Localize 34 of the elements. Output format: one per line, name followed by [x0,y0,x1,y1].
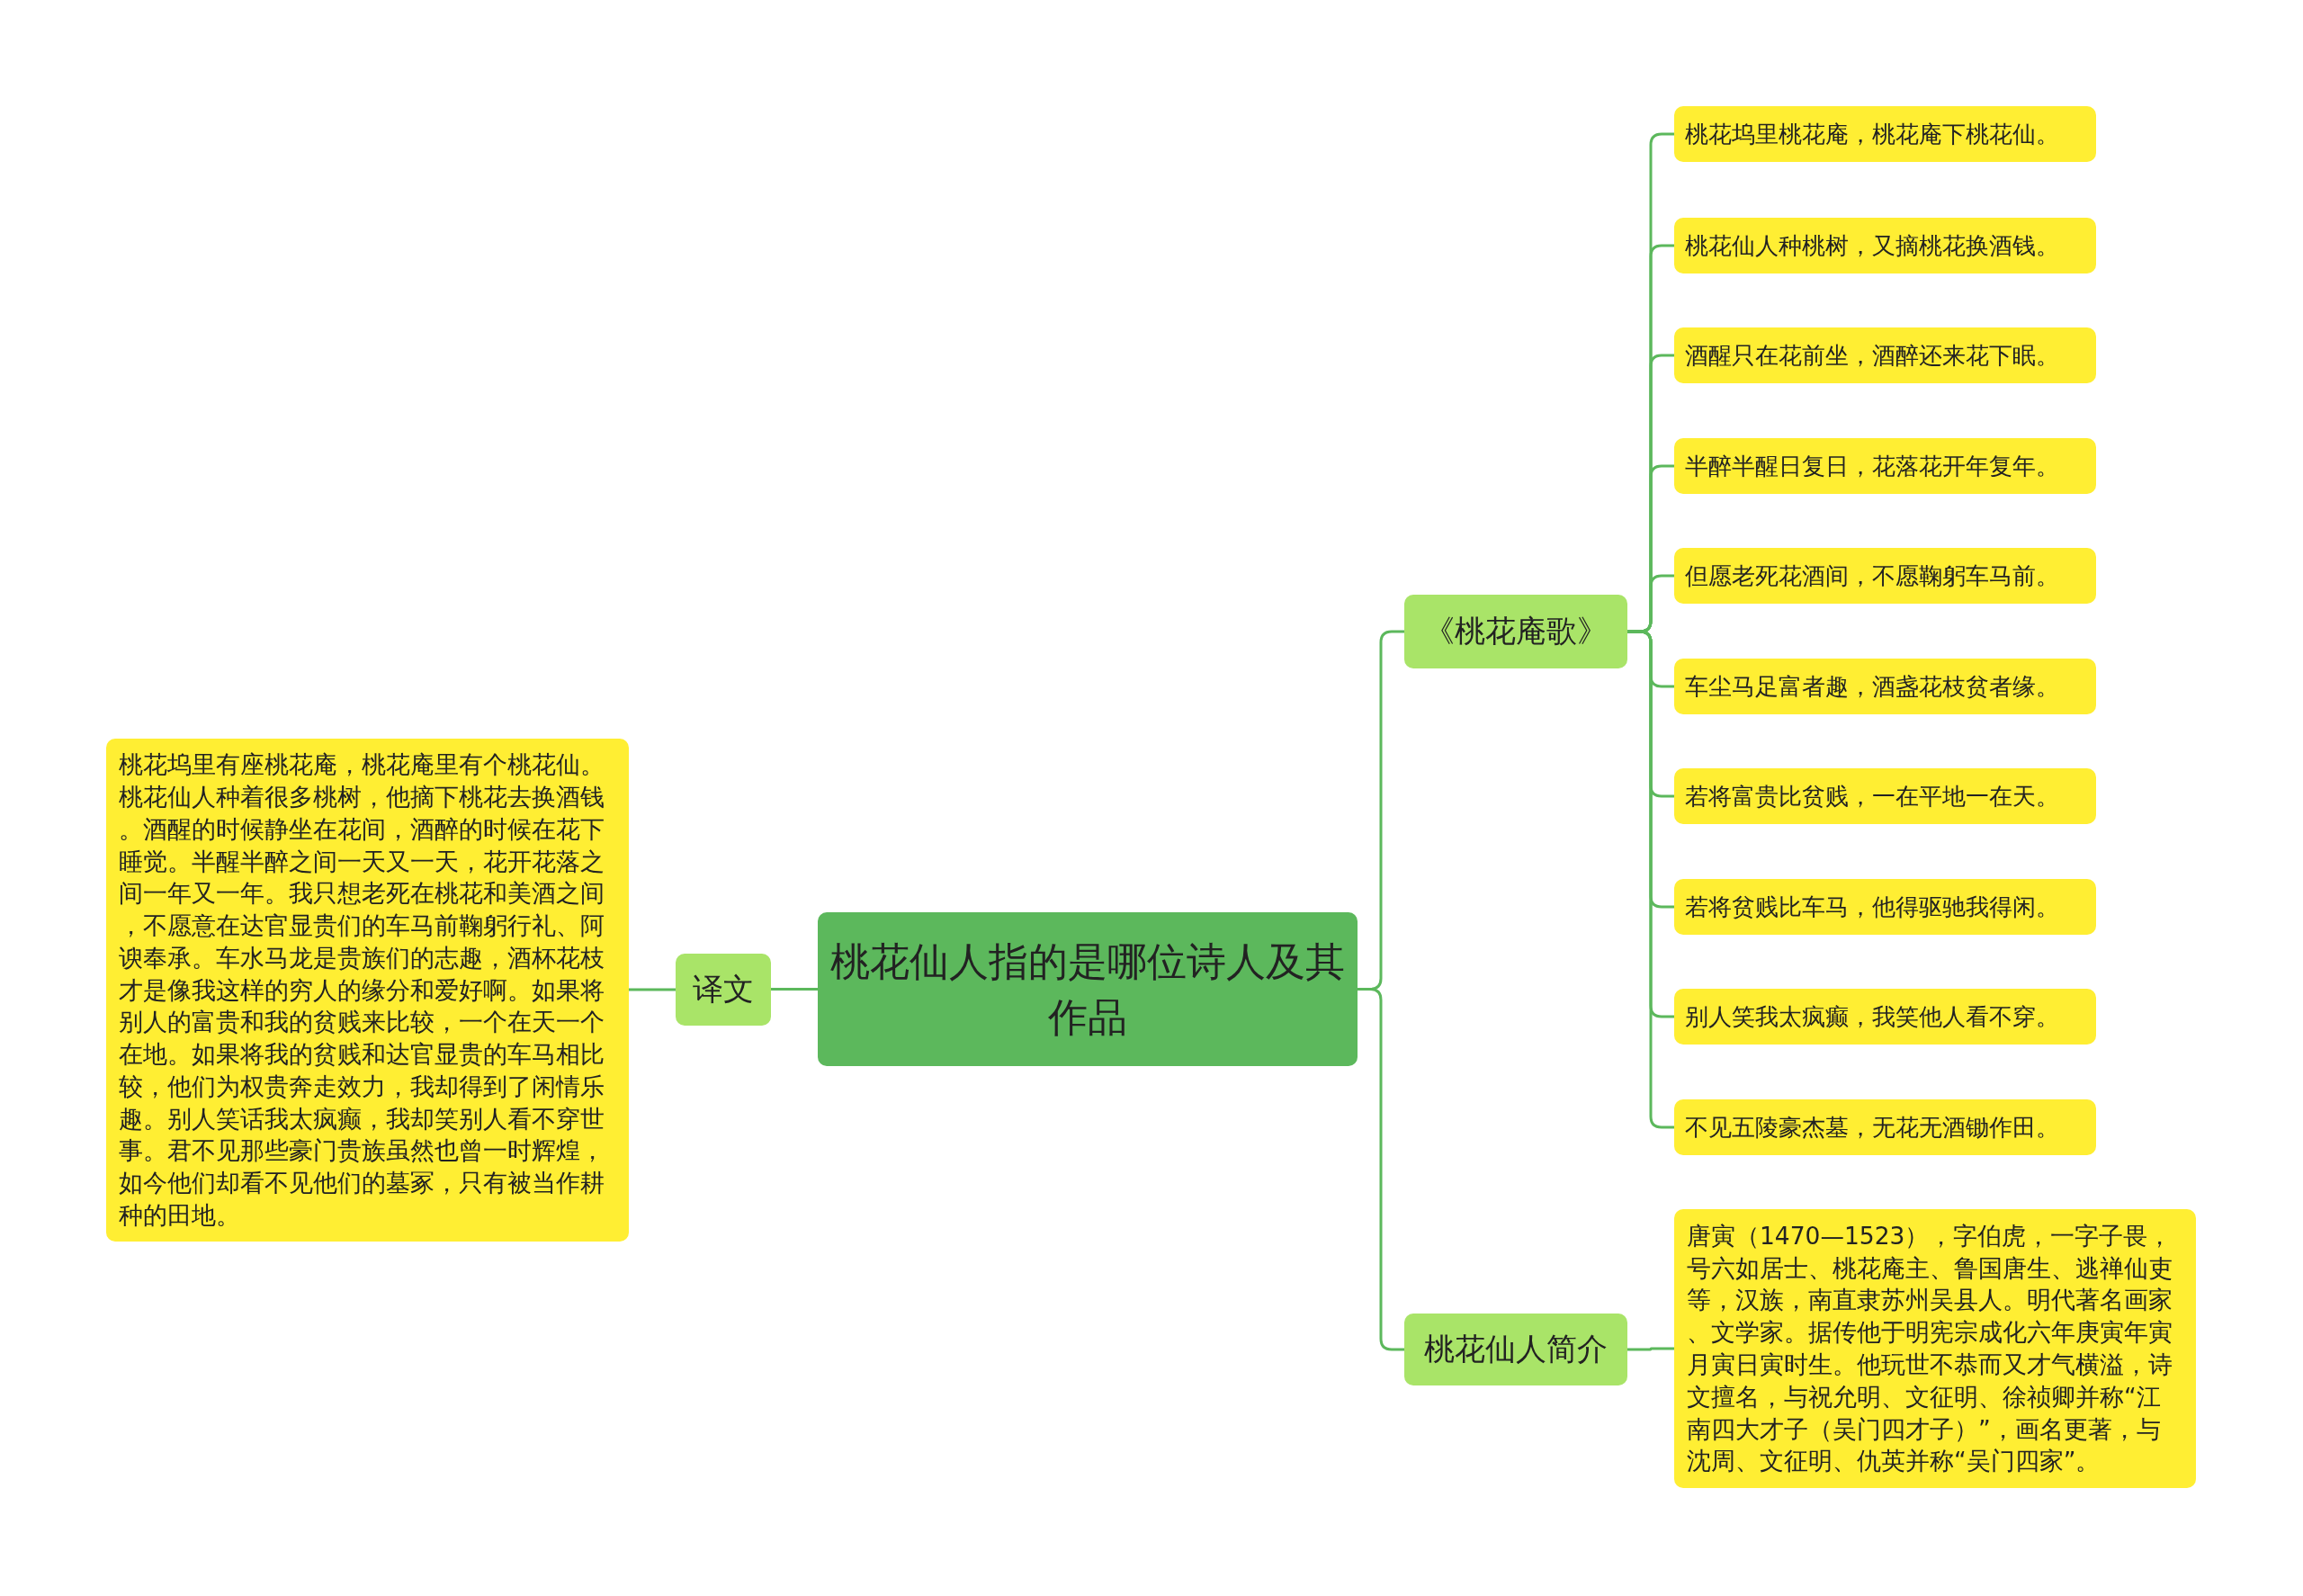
node-label: 《桃花庵歌》 [1424,612,1608,651]
topic-box [818,912,1358,1066]
node-label: 若将贫贱比车马，他得驱驰我得闲。 [1685,892,2059,922]
node-label: 但愿老死花酒间，不愿鞠躬车马前。 [1685,560,2059,591]
node-label: 桃花坞里桃花庵，桃花庵下桃花仙。 [1685,119,2059,149]
node-label: 桃花仙人种桃树，又摘桃花换酒钱。 [1685,230,2059,261]
node-label: 酒醒只在花前坐，酒醉还来花下眠。 [1685,340,2059,371]
topic-box [676,954,771,1026]
text-box [1674,548,2096,604]
connector-line [771,988,818,991]
topic-box [1404,595,1627,668]
connector-line [629,988,676,991]
connector-line [1358,988,1404,1351]
paragraph: 唐寅（1470—1523），字伯虎，一字子畏，号六如居士、桃花庵主、鲁国唐生、逃禅仙吏等，汉族，南直隶苏州吴县人。明代著名画家、文学家。据传他于明宪宗成化六年庚寅年寅月寅日寅时生。他玩世不恭而又才气横溢，诗文擅名，与祝允明、文征明、徐祯卿并称“江南四大才子（吴门四才子）”，画名更著，与沈周、文征明、仇英并称“吴门四家”。 [1687,1220,2173,1477]
text-box [1674,1099,2096,1155]
connector-line [1627,1347,1674,1351]
node-label: 别人笑我太疯癫，我笑他人看不穿。 [1685,1001,2059,1032]
text-box [1674,438,2096,494]
text-box [1674,659,2096,714]
node-label: 车尘马足富者趣，酒盏花枝贫者缘。 [1685,671,2059,702]
node-label: 桃花仙人指的是哪位诗人及其作品 [829,937,1346,1042]
text-box [1674,768,2096,824]
text-box [1674,879,2096,935]
node-label: 半醉半醒日复日，花落花开年复年。 [1685,451,2059,481]
node-label: 不见五陵豪杰墓，无花无酒锄作田。 [1685,1112,2059,1143]
topic-box [1404,1314,1627,1385]
text-box [1674,989,2096,1045]
node-label: 若将富贵比贫贱，一在平地一在天。 [1685,781,2059,811]
paragraph: 桃花坞里有座桃花庵，桃花庵里有个桃花仙。桃花仙人种着很多桃树，他摘下桃花去换酒钱。酒醒的时候静坐在花间，酒醉的时候在花下睡觉。半醒半醉之间一天又一天，花开花落之间一年又一年。我只想老死在桃花和美酒之间，不愿意在达官显贵们的车马前鞠躬行礼、阿谀奉承。车水马龙是贵族们的志趣，酒杯花枝才是像我这样的穷人的缘分和爱好啊。如果将别人的富贵和我的贫贱来比较，一个在天一个在地。如果将我的贫贱和达官显贵的车马相比较，他们为权贵奔走效力，我却得到了闲情乐趣。别人笑话我太疯癫，我却笑别人看不穿世事。君不见那些豪门贵族虽然也曾一时辉煌，如今他们却看不见他们的墓冢，只有被当作耕种的田地。 [119,749,605,1231]
text-box [1674,106,2096,162]
text-box [1674,218,2096,273]
node-label: 译文 [693,970,754,1009]
node-label: 桃花仙人简介 [1424,1330,1608,1369]
text-box [1674,327,2096,383]
